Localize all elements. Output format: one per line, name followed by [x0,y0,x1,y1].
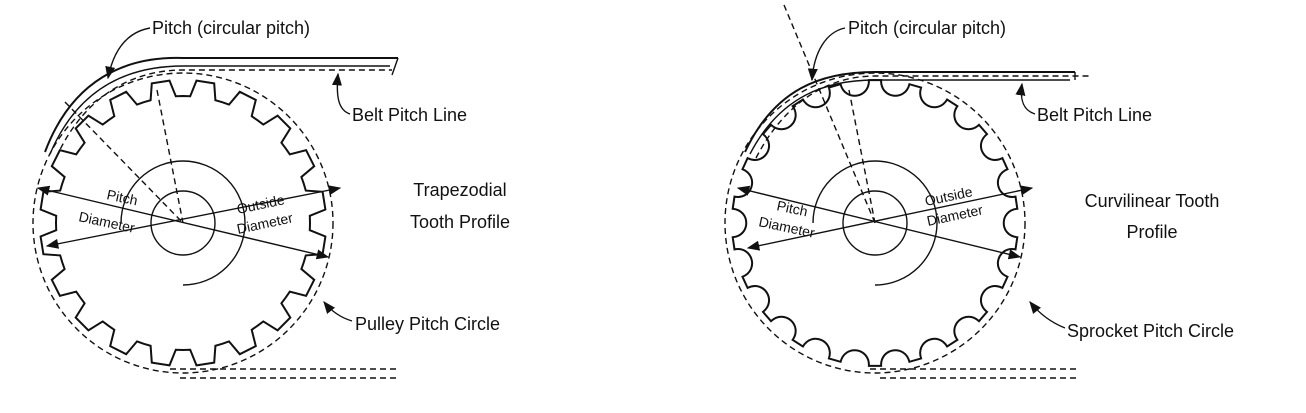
pitch-label: Pitch (circular pitch) [152,18,310,38]
pitch-reference-line-2 [156,89,184,224]
belt [744,71,1090,379]
bore-arc [120,160,246,286]
pulley-pitch-circle-label: Pulley Pitch Circle [355,314,500,334]
trapezoidal-teeth-outline [39,79,327,367]
belt-pitch-line-leader [1015,82,1036,115]
pitch-leader [807,27,846,82]
sprocket-circle-leader [1029,301,1066,329]
leaders [105,27,353,322]
belt-inner-line [49,65,390,155]
profile-label-line-1: Trapezodial [413,180,506,200]
pitch-diameter-label-1: Pitch [105,186,139,208]
pulley-circle-leader [323,301,353,322]
belt-pitch-line [755,75,1090,159]
belt-outer-line [744,71,1075,153]
belt-pitch-line-label: Belt Pitch Line [1037,105,1152,125]
outside-diameter-arrow [45,185,342,249]
pitch-diameter-label-2: Diameter [757,213,816,241]
leaders [807,27,1066,329]
belt-outer-line [44,56,398,153]
labels: Pitch (circular pitch) Belt Pitch Line T… [77,18,510,334]
sprocket-pitch-circle-label: Sprocket Pitch Circle [1067,321,1234,341]
labels: Pitch (circular pitch) Belt Pitch Line C… [757,18,1234,341]
belt-pitch-line-leader [331,72,351,115]
belt-inner-line [749,79,1070,155]
pitch-leader [105,27,151,80]
belt-pitch-line-label: Belt Pitch Line [352,105,467,125]
profile-label-line-2: Profile [1126,222,1177,242]
belt-bottom-line [870,368,1080,379]
belt-bottom-line [170,368,400,379]
outside-diameter-arrow [746,185,1034,251]
curvilinear-teeth-outline [731,78,1019,367]
pitch-diameter-label-1: Pitch [775,197,809,219]
curvilinear-sprocket-diagram: Pitch (circular pitch) Belt Pitch Line C… [724,4,1234,379]
pitch-reference-line-2 [848,89,876,224]
reference-lines [36,89,342,260]
pitch-label: Pitch (circular pitch) [848,18,1006,38]
trapezoidal-pulley-diagram: Pitch (circular pitch) Belt Pitch Line T… [32,18,510,379]
belt-end [391,57,399,76]
belt-pitch-line [55,69,392,159]
pitch-diameter-label-2: Diameter [77,208,136,236]
reference-lines [736,4,1034,260]
profile-label-line-1: Curvilinear Tooth [1085,191,1220,211]
bore-arc [812,160,938,286]
profile-label-line-2: Tooth Profile [410,212,510,232]
